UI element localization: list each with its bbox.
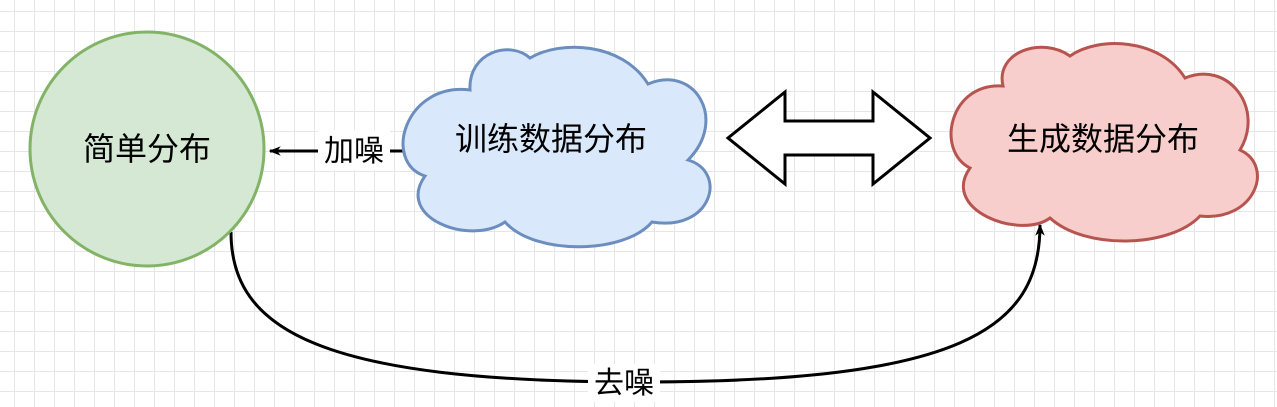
training-distribution-label: 训练数据分布 <box>455 120 647 158</box>
simple-distribution-label: 简单分布 <box>83 130 211 168</box>
bidirectional-arrow <box>725 88 933 188</box>
add-noise-label: 加噪 <box>324 134 384 169</box>
denoise-label: 去噪 <box>594 366 654 401</box>
simple-distribution-node[interactable]: 简单分布 <box>28 30 266 268</box>
denoise-edge[interactable] <box>229 223 1045 384</box>
add-noise-label-bg <box>318 130 390 170</box>
denoise-label-bg <box>588 364 660 402</box>
generated-distribution-label: 生成数据分布 <box>1007 120 1199 158</box>
generated-distribution-node[interactable]: 生成数据分布 <box>949 42 1259 243</box>
training-distribution-node[interactable]: 训练数据分布 <box>401 45 712 249</box>
